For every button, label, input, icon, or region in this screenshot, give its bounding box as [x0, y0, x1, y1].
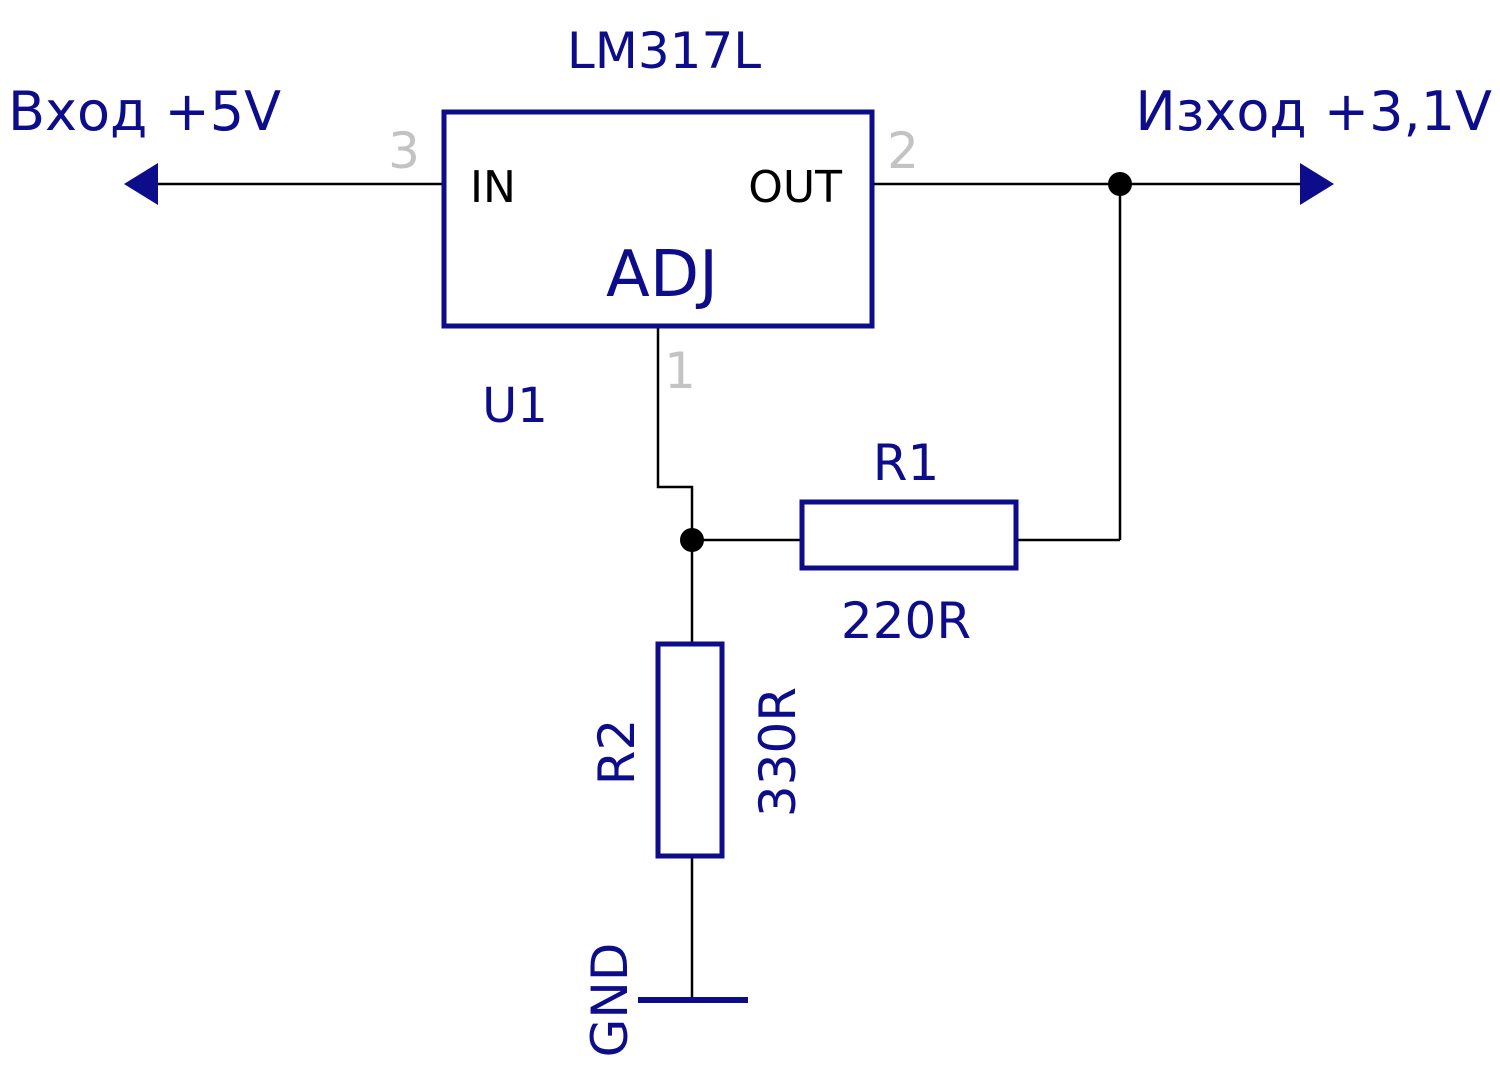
ground-label: GND [581, 943, 639, 1058]
adj-wire [656, 326, 694, 644]
ground-symbol: GND [581, 943, 748, 1058]
resistor-r2: R2 330R [588, 641, 807, 859]
resistor-r2-body [655, 641, 725, 859]
pin-in-label: IN [470, 162, 516, 213]
resistor-r1: R1 220R [799, 434, 1019, 650]
regulator-u1: LM317L U1 IN OUT ADJ 3 2 1 [388, 22, 919, 434]
resistor-r1-body [799, 499, 1019, 571]
regulator-part-label: LM317L [567, 22, 761, 80]
input-port-label: Вход +5V [8, 80, 281, 143]
resistor-r1-value: 220R [841, 592, 971, 650]
output-junction-dot [1108, 172, 1132, 196]
resistor-r1-designator: R1 [873, 434, 940, 492]
input-port-arrow-icon [124, 163, 158, 205]
output-port-label: Изход +3,1V [1135, 80, 1492, 143]
pin-in-number: 3 [388, 122, 420, 180]
regulator-body [441, 109, 875, 329]
resistor-r2-designator: R2 [588, 719, 646, 786]
regulator-designator: U1 [482, 378, 548, 434]
pin-out-label: OUT [748, 162, 842, 213]
pin-out-number: 2 [887, 122, 919, 180]
pin-adj-number: 1 [664, 342, 696, 400]
output-port-arrow-icon [1300, 163, 1334, 205]
resistor-r2-value: 330R [749, 687, 807, 817]
wires [158, 182, 1300, 1000]
adj-junction-dot [680, 528, 704, 552]
pin-adj-label: ADJ [606, 238, 718, 312]
